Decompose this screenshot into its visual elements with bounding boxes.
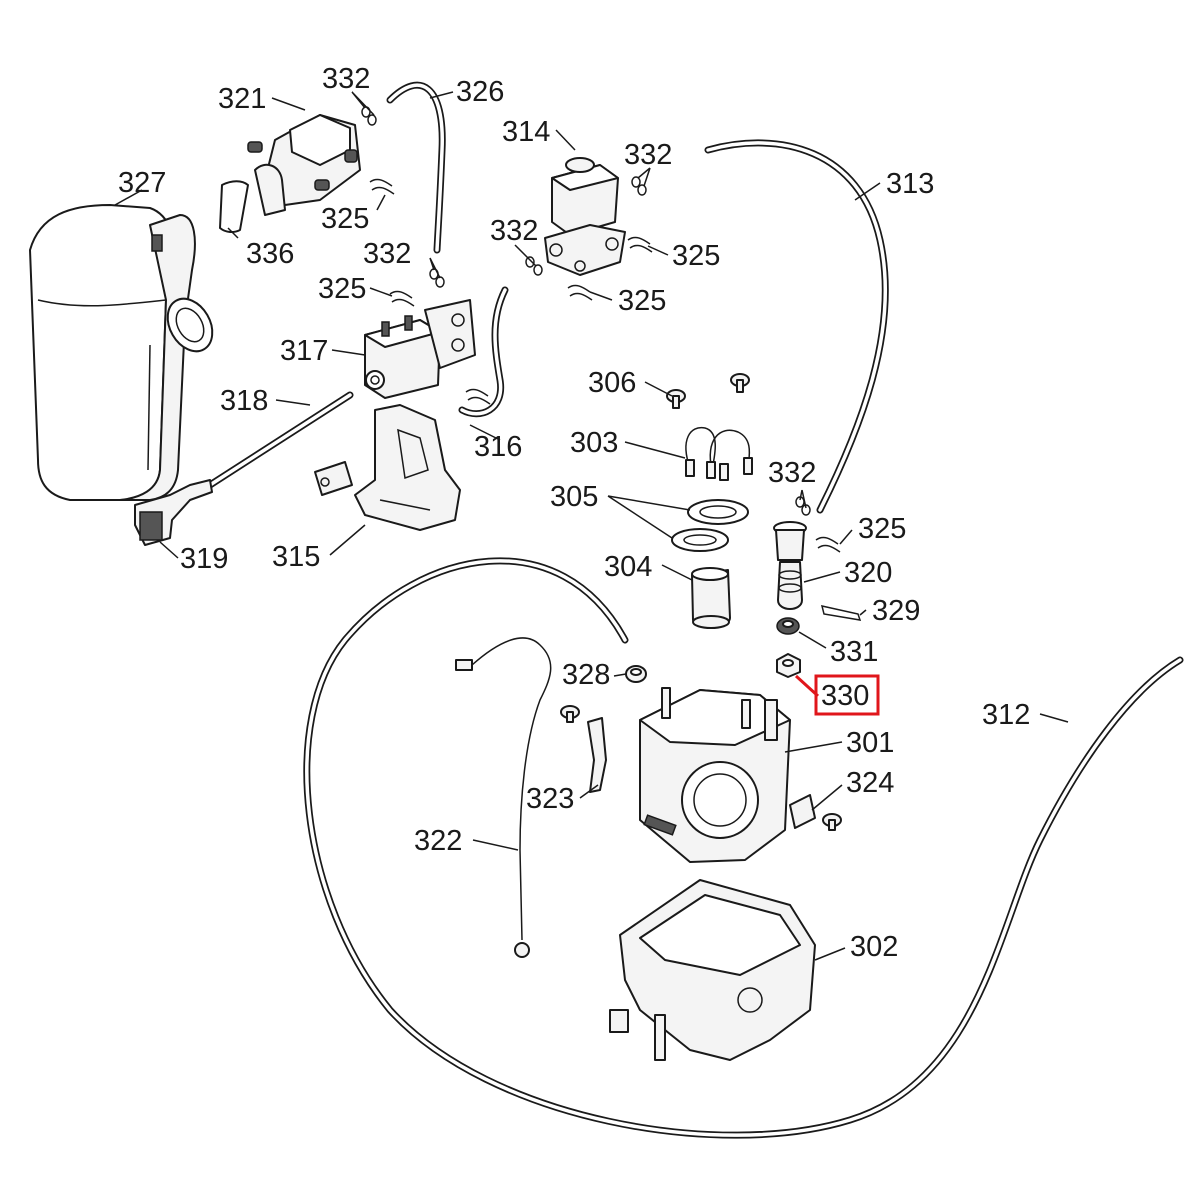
tube-318 [206, 391, 354, 489]
sensor-cable-322 [455, 637, 552, 958]
label-320: 320 [844, 557, 892, 589]
label-317: 317 [280, 335, 328, 367]
clip-329 [820, 605, 862, 621]
solenoid-valve-317 [364, 299, 476, 399]
label-332-e: 332 [768, 457, 816, 489]
tube-313 [704, 139, 889, 514]
label-325-a: 325 [321, 203, 369, 235]
tube-326 [386, 81, 446, 254]
label-327: 327 [118, 167, 166, 199]
wire-harness-303 [685, 426, 753, 481]
o-rings-332-c [525, 256, 543, 276]
bracket-315 [314, 404, 461, 531]
fitting-320 [773, 521, 807, 610]
label-332-b: 332 [624, 139, 672, 171]
label-321: 321 [218, 83, 266, 115]
base-302 [609, 879, 816, 1061]
screw-306-a [666, 389, 686, 409]
label-332-c: 332 [490, 215, 538, 247]
nut-330 [776, 653, 801, 678]
tube-316 [458, 286, 509, 418]
o-rings-332-e [795, 496, 811, 516]
label-301: 301 [846, 727, 894, 759]
gasket-305 [671, 499, 749, 552]
label-336: 336 [246, 238, 294, 270]
label-331: 331 [830, 636, 878, 668]
label-325-b: 325 [672, 240, 720, 272]
leader-lines [114, 91, 1069, 961]
label-332-a: 332 [322, 63, 370, 95]
label-318: 318 [220, 385, 268, 417]
thermostat-304 [691, 567, 731, 629]
label-330: 330 [821, 680, 869, 712]
label-302: 302 [850, 931, 898, 963]
label-328: 328 [562, 659, 610, 691]
label-305: 305 [550, 481, 598, 513]
o-rings-332-b [631, 176, 647, 196]
clips-325 [369, 178, 841, 553]
label-312: 312 [982, 699, 1030, 731]
clamp-328 [625, 665, 647, 683]
bracket-324 [789, 794, 842, 831]
label-325-c: 325 [618, 285, 666, 317]
label-303: 303 [570, 427, 618, 459]
label-329: 329 [872, 595, 920, 627]
part-labels: 321 332 326 327 336 325 314 332 313 332 … [118, 63, 1030, 963]
washer-331 [776, 617, 800, 635]
solenoid-valve-314 [544, 157, 626, 276]
screw-306-b [730, 373, 750, 393]
clamp-323 [560, 705, 607, 793]
label-319: 319 [180, 543, 228, 575]
water-tank-327 [29, 204, 214, 501]
label-316: 316 [474, 431, 522, 463]
boiler-301 [639, 687, 791, 863]
label-304: 304 [604, 551, 652, 583]
label-306: 306 [588, 367, 636, 399]
connector-319 [134, 479, 213, 546]
label-313: 313 [886, 168, 934, 200]
label-315: 315 [272, 541, 320, 573]
pump-321 [247, 114, 361, 216]
label-323: 323 [526, 783, 574, 815]
label-326: 326 [456, 76, 504, 108]
tube-312 [303, 557, 1184, 1139]
sleeve-336 [219, 180, 249, 234]
label-324: 324 [846, 767, 894, 799]
label-325-e: 325 [858, 513, 906, 545]
label-314: 314 [502, 116, 550, 148]
label-322: 322 [414, 825, 462, 857]
label-325-d: 325 [318, 273, 366, 305]
label-332-d: 332 [363, 238, 411, 270]
highlight-330 [794, 674, 880, 716]
